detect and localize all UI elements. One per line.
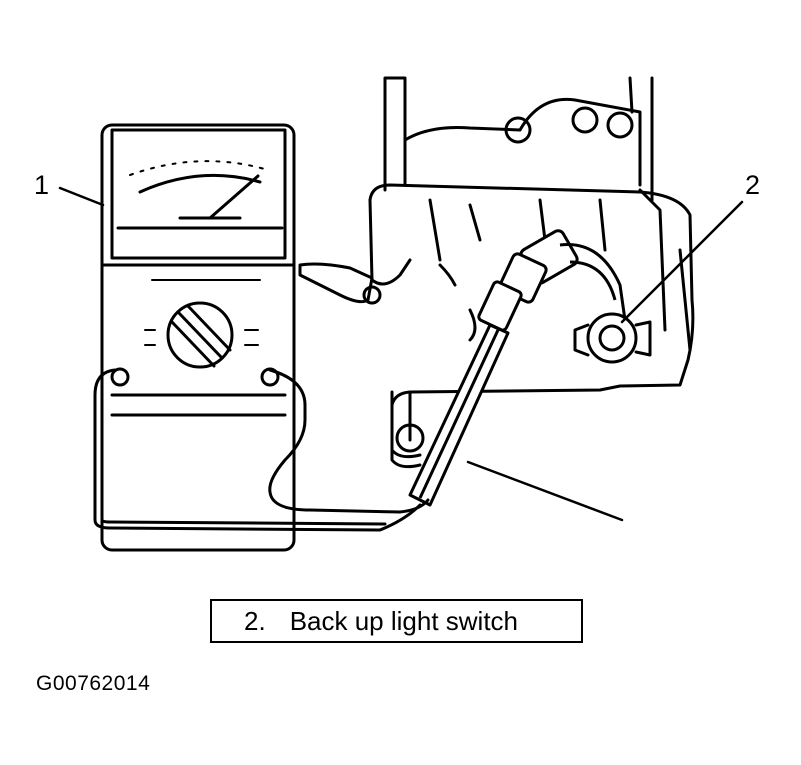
transmission-housing xyxy=(298,76,695,469)
test-probe xyxy=(408,280,523,507)
leader-line-1 xyxy=(58,186,105,207)
switch-connector xyxy=(498,229,627,321)
figure-code: G00762014 xyxy=(36,672,151,695)
callout-number-2: 2 xyxy=(745,170,761,200)
callout-number-1: 1 xyxy=(34,170,50,200)
multimeter xyxy=(100,123,296,552)
legend-box: 2. Back up light switch xyxy=(210,599,583,643)
callout-leaders xyxy=(58,186,744,522)
legend-label: Back up light switch xyxy=(289,605,519,636)
leader-line-probe xyxy=(466,460,624,522)
legend-number: 2. xyxy=(244,605,266,636)
leader-line-2 xyxy=(620,200,744,324)
test-leads xyxy=(93,368,430,532)
